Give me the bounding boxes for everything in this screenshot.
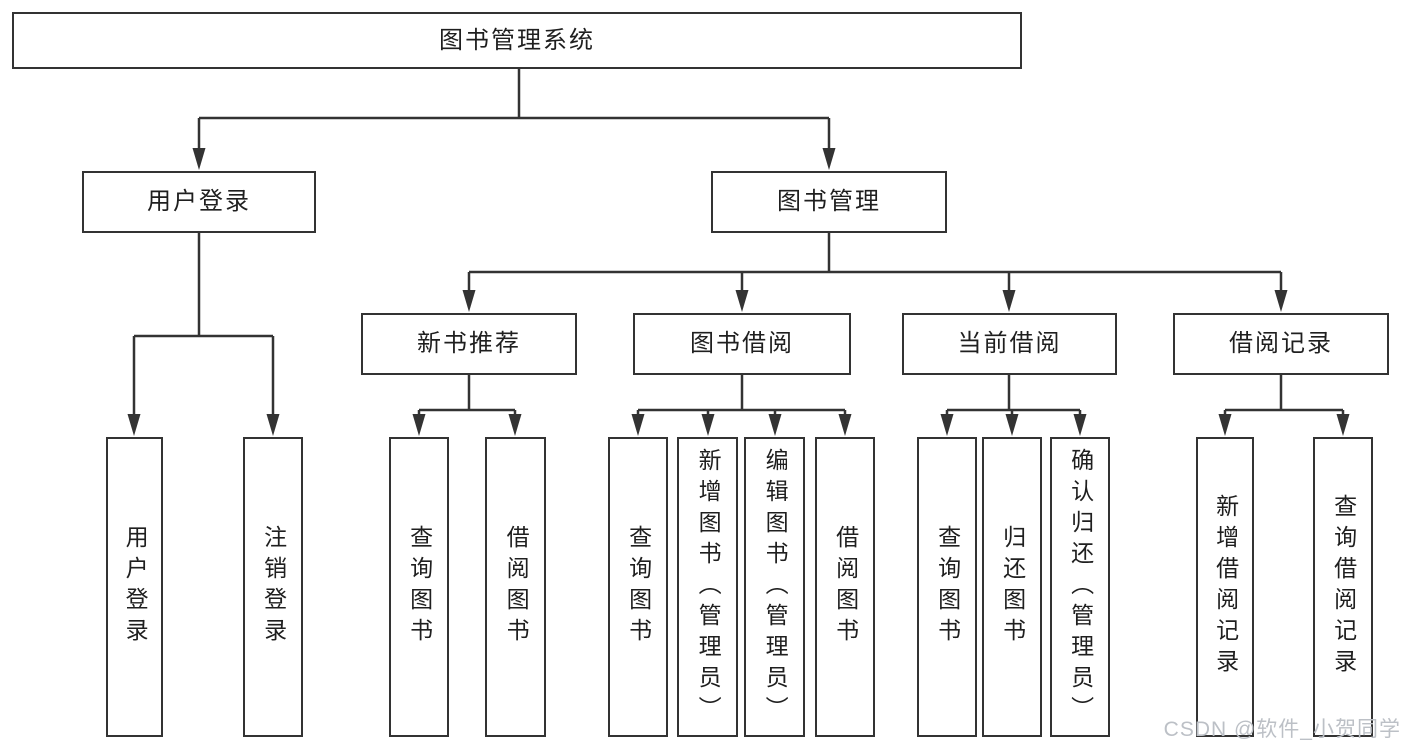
leaf-records-query-record: 查询借阅记录 [1313, 437, 1373, 737]
leaf-label: 查询图书 [406, 525, 433, 649]
leaf-current-return-books: 归还图书 [982, 437, 1042, 737]
leaf-label: 借阅图书 [832, 525, 859, 649]
csdn-watermark: CSDN @软件_小贺同学 [1163, 718, 1401, 741]
leaf-label: 注销登录 [260, 525, 287, 649]
leaf-borrowing-borrow-books: 借阅图书 [815, 437, 875, 737]
node-current-borrowing: 当前借阅 [902, 313, 1117, 375]
leaf-label: 查询图书 [625, 525, 652, 649]
leaf-newbook-query-books: 查询图书 [389, 437, 449, 737]
node-library-system: 图书管理系统 [12, 12, 1022, 69]
leaf-borrowing-edit-books-admin: 编辑图书（管理员） [744, 437, 805, 737]
leaf-label: 编辑图书（管理员） [762, 447, 789, 727]
leaf-current-query-books: 查询图书 [917, 437, 977, 737]
node-user-login: 用户登录 [82, 171, 316, 233]
leaf-borrowing-add-books-admin: 新增图书（管理员） [677, 437, 738, 737]
leaf-label: 查询借阅记录 [1330, 494, 1357, 680]
node-label: 当前借阅 [957, 330, 1062, 357]
leaf-records-add-record: 新增借阅记录 [1196, 437, 1254, 737]
leaf-borrowing-query-books: 查询图书 [608, 437, 668, 737]
leaf-newbook-borrow-books: 借阅图书 [485, 437, 546, 737]
leaf-label: 借阅图书 [503, 525, 530, 649]
node-new-book-recommend: 新书推荐 [361, 313, 577, 375]
node-label: 新书推荐 [417, 330, 521, 357]
node-borrowing-records: 借阅记录 [1173, 313, 1389, 375]
leaf-label: 确认归还（管理员） [1067, 447, 1094, 727]
leaf-label: 新增图书（管理员） [695, 447, 722, 727]
leaf-label: 用户登录 [122, 525, 149, 649]
leaf-user-login: 用户登录 [106, 437, 163, 737]
leaf-label: 新增借阅记录 [1212, 494, 1239, 680]
node-label: 借阅记录 [1229, 330, 1333, 357]
node-label: 图书管理系统 [439, 26, 595, 54]
node-label: 图书借阅 [690, 330, 794, 357]
node-label: 图书管理 [777, 188, 881, 215]
leaf-logout: 注销登录 [243, 437, 303, 737]
node-book-management: 图书管理 [711, 171, 947, 233]
node-label: 用户登录 [147, 188, 251, 215]
node-book-borrowing: 图书借阅 [633, 313, 851, 375]
leaf-label: 查询图书 [934, 525, 961, 649]
leaf-label: 归还图书 [999, 525, 1026, 649]
leaf-current-confirm-return-admin: 确认归还（管理员） [1050, 437, 1110, 737]
